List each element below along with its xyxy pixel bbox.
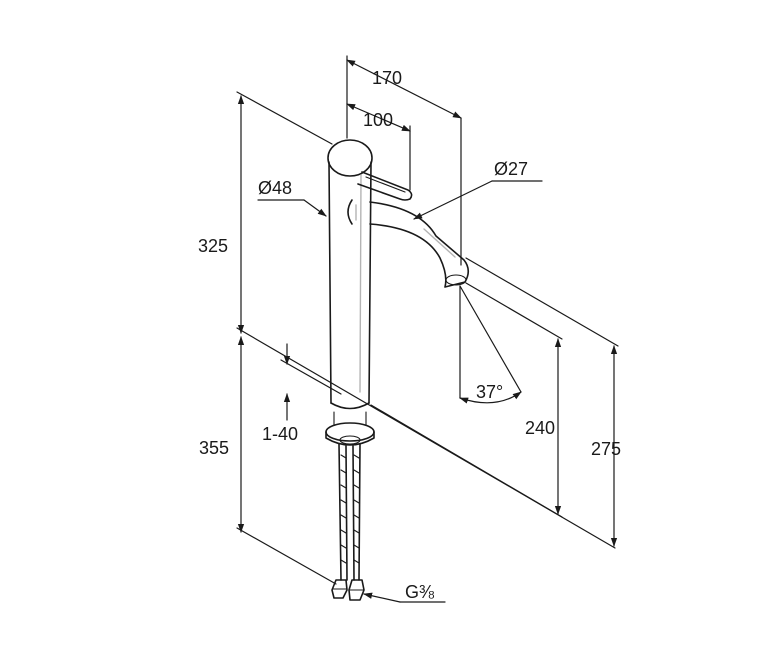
label-spout-diameter: Ø27 xyxy=(494,159,528,179)
lever-handle xyxy=(357,171,413,201)
dimension-spout-angle xyxy=(459,285,522,404)
leader-connection-thread xyxy=(363,592,446,603)
dimension-275 xyxy=(465,257,619,547)
label-body-diameter: Ø48 xyxy=(258,178,292,198)
label-overall-reach: 170 xyxy=(372,68,402,88)
spout xyxy=(347,199,470,288)
dimension-355 xyxy=(236,336,337,585)
label-clamp-range: 1-40 xyxy=(262,424,298,444)
label-outlet-height: 240 xyxy=(525,418,555,438)
dimension-clamp-range xyxy=(280,343,342,421)
leader-spout-diameter xyxy=(413,180,543,220)
label-spout-angle: 37° xyxy=(476,382,503,402)
label-lever-length: 100 xyxy=(363,110,393,130)
dimension-240 xyxy=(370,282,563,518)
label-spout-height: 275 xyxy=(591,439,621,459)
dimension-170 xyxy=(346,55,462,266)
label-total-height: 325 xyxy=(198,236,228,256)
label-connection-thread: G⅜ xyxy=(405,582,435,602)
leader-body-diameter xyxy=(257,199,327,217)
label-lower-height: 355 xyxy=(199,438,229,458)
faucet-body xyxy=(325,139,375,446)
connection-fittings xyxy=(331,579,365,601)
dimension-100 xyxy=(346,103,411,191)
supply-hoses xyxy=(338,443,361,581)
